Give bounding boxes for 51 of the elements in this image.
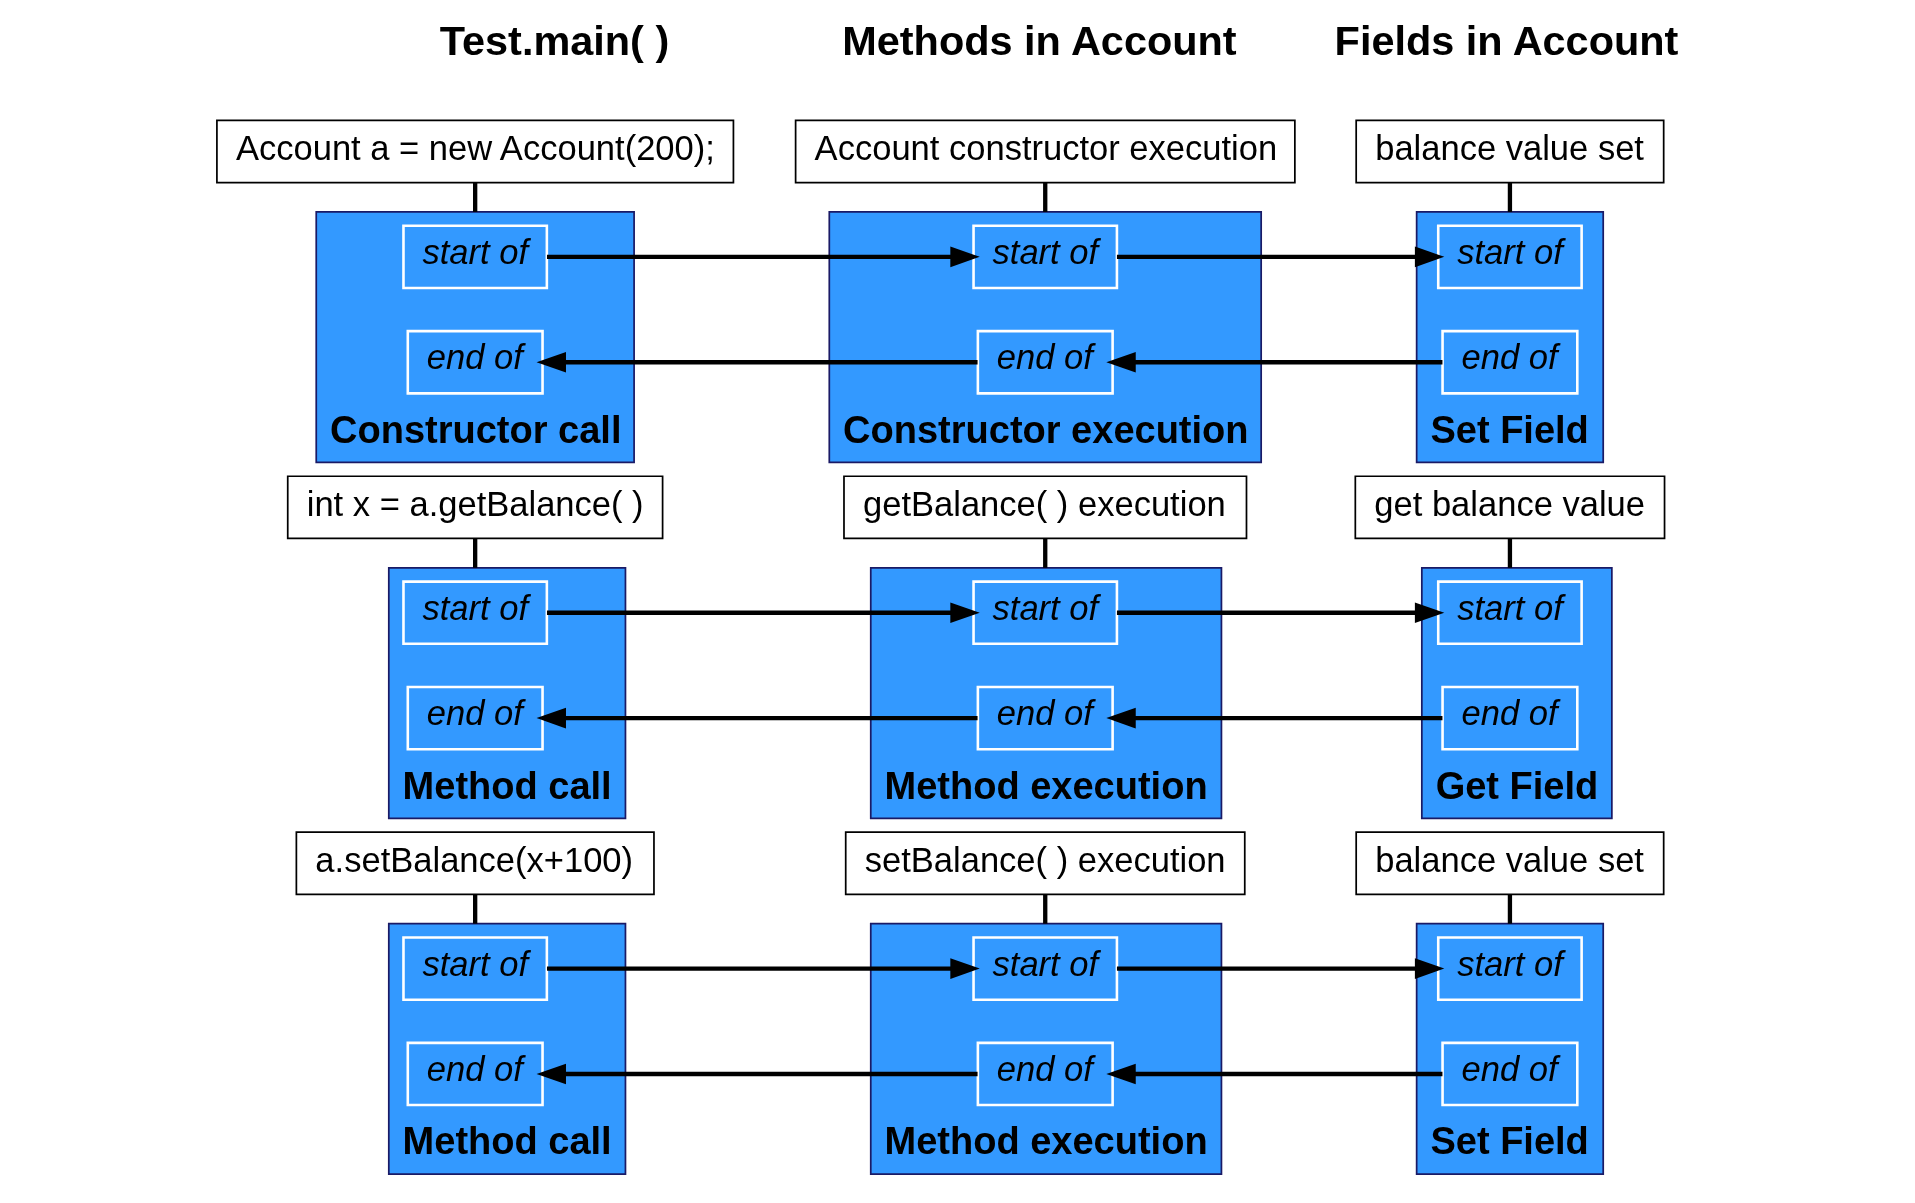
node-box: balance value set bbox=[1354, 119, 1665, 184]
node-box: get balance value bbox=[1353, 475, 1665, 540]
arrow bbox=[536, 1063, 978, 1085]
label: Fields in Account bbox=[1334, 17, 1678, 65]
node-box: int x = a.getBalance( ) bbox=[286, 475, 663, 540]
node-box: end of bbox=[406, 329, 544, 395]
connector bbox=[1042, 894, 1047, 924]
arrow bbox=[546, 602, 980, 624]
node-box: end of bbox=[976, 1041, 1114, 1107]
arrow bbox=[546, 246, 980, 268]
node-box: Account constructor execution bbox=[794, 119, 1296, 184]
node-box: start of bbox=[971, 224, 1118, 290]
node-box: start of bbox=[971, 580, 1118, 646]
node-box: a.setBalance(x+100) bbox=[295, 831, 655, 896]
node-box: Account a = new Account(200); bbox=[215, 119, 734, 184]
connector bbox=[1507, 538, 1512, 568]
connector bbox=[1507, 894, 1512, 924]
node-box: start of bbox=[401, 936, 548, 1001]
node-box: end of bbox=[1440, 685, 1579, 751]
node-box: end of bbox=[1440, 329, 1579, 395]
arrow bbox=[1105, 351, 1442, 373]
connector bbox=[1042, 182, 1047, 212]
node-box: start of bbox=[1436, 224, 1583, 290]
arrow bbox=[1116, 246, 1444, 268]
connector bbox=[472, 538, 477, 568]
node-box: start of bbox=[401, 224, 548, 290]
arrow bbox=[1105, 707, 1442, 729]
arrow bbox=[536, 351, 978, 373]
arrow bbox=[546, 958, 980, 979]
arrow bbox=[1116, 958, 1444, 979]
node-box: end of bbox=[406, 1041, 544, 1107]
node-box: end of bbox=[976, 329, 1114, 395]
connector bbox=[1507, 182, 1512, 212]
connector bbox=[472, 894, 477, 924]
label: Test.main( ) bbox=[439, 17, 669, 65]
arrow bbox=[1116, 602, 1444, 624]
connector bbox=[1042, 538, 1047, 568]
arrow bbox=[536, 707, 978, 729]
node-box: start of bbox=[971, 936, 1118, 1001]
node-box: start of bbox=[1436, 580, 1583, 646]
node-box: end of bbox=[1440, 1041, 1579, 1107]
node-box: start of bbox=[1436, 936, 1583, 1001]
node-box: setBalance( ) execution bbox=[844, 831, 1246, 896]
node-box: end of bbox=[406, 685, 544, 751]
node-box: start of bbox=[401, 580, 548, 646]
node-box: end of bbox=[976, 685, 1114, 751]
node-box: balance value set bbox=[1354, 831, 1665, 896]
connector bbox=[472, 182, 477, 212]
arrow bbox=[1105, 1063, 1442, 1085]
node-box: getBalance( ) execution bbox=[842, 475, 1247, 540]
label: Methods in Account bbox=[841, 17, 1237, 65]
